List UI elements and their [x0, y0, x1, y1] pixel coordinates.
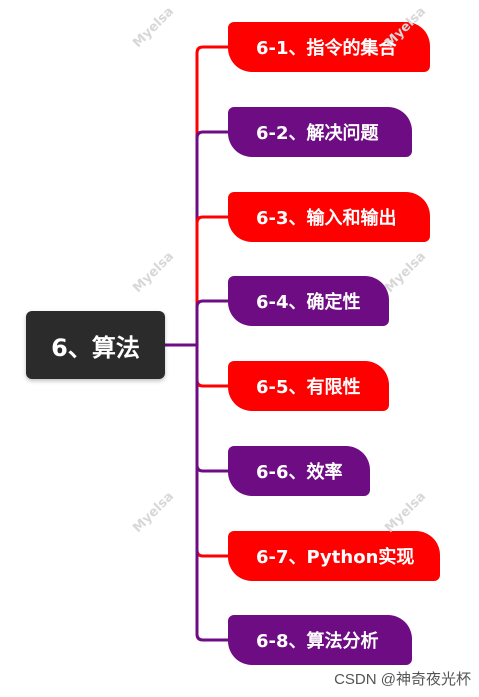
root-node[interactable]: 6、算法: [26, 311, 165, 379]
child-label: 6-2、解决问题: [256, 123, 379, 144]
connector-3: [195, 215, 228, 345]
child-node-4[interactable]: 6-4、确定性: [228, 276, 389, 326]
child-label: 6-6、效率: [256, 462, 343, 483]
child-label: 6-7、Python实现: [256, 547, 415, 568]
child-node-5[interactable]: 6-5、有限性: [228, 361, 389, 411]
child-node-8[interactable]: 6-8、算法分析: [228, 615, 412, 665]
child-label: 6-3、输入和输出: [256, 208, 397, 229]
child-label: 6-8、算法分析: [256, 631, 379, 652]
child-node-3[interactable]: 6-3、输入和输出: [228, 192, 430, 242]
child-label: 6-4、确定性: [256, 292, 361, 313]
child-label: 6-1、指令的集合: [256, 38, 397, 59]
root-label: 6、算法: [51, 333, 140, 362]
child-label: 6-5、有限性: [256, 377, 361, 398]
connector-1: [195, 45, 228, 345]
connector-5: [195, 345, 228, 388]
connector-6: [195, 345, 228, 473]
footer-credit: CSDN @神奇夜光杯: [334, 671, 471, 688]
connector-2: [195, 130, 228, 345]
connector-8: [195, 345, 228, 642]
child-node-2[interactable]: 6-2、解决问题: [228, 107, 412, 157]
child-node-7[interactable]: 6-7、Python实现: [228, 531, 440, 581]
child-node-1[interactable]: 6-1、指令的集合: [228, 22, 430, 72]
connector-7: [195, 345, 228, 558]
connector-4: [195, 299, 228, 345]
child-node-6[interactable]: 6-6、效率: [228, 446, 370, 496]
